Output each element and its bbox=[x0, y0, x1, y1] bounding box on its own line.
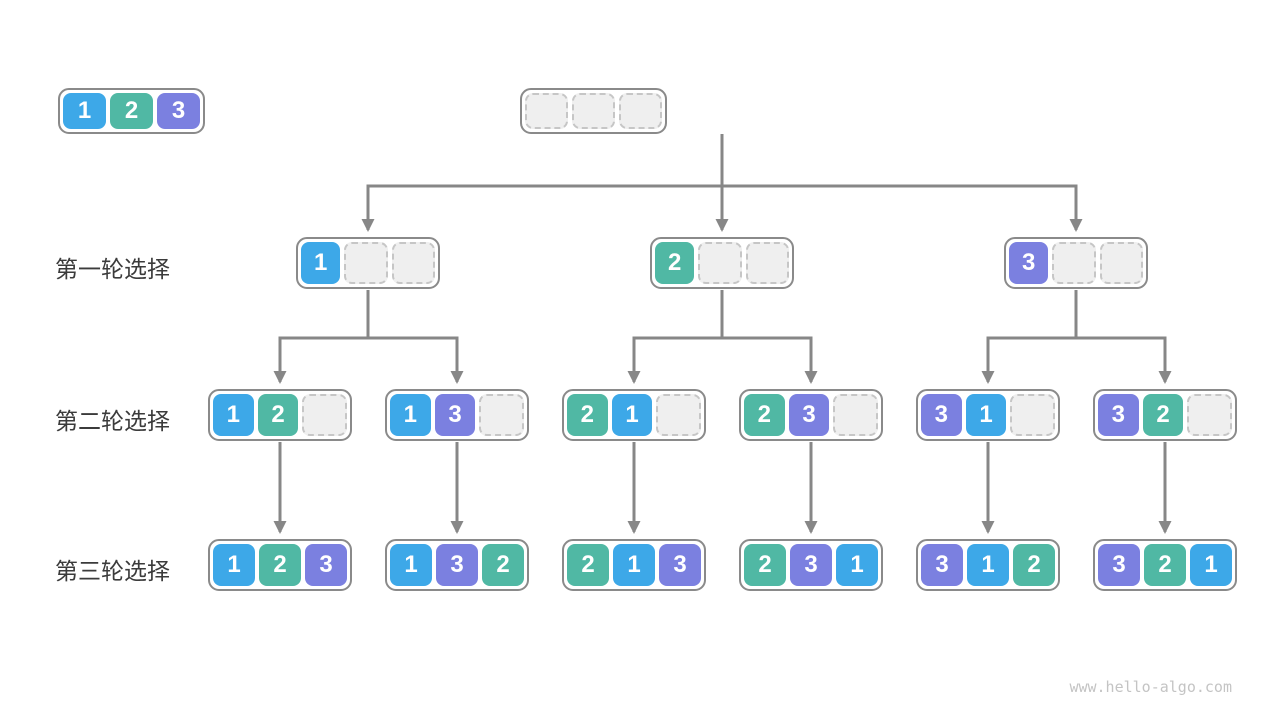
value-cell: 3 bbox=[790, 544, 832, 586]
value-cell: 2 bbox=[1144, 544, 1186, 586]
choices-group: choices = 123 bbox=[58, 88, 205, 134]
value-cell: 1 bbox=[301, 242, 341, 284]
value-cell: 1 bbox=[63, 93, 106, 129]
empty-cell bbox=[1010, 394, 1056, 436]
value-cell: 1 bbox=[836, 544, 878, 586]
value-cell: 2 bbox=[482, 544, 524, 586]
value-cell: 2 bbox=[744, 544, 786, 586]
value-cell: 1 bbox=[967, 544, 1009, 586]
empty-cell bbox=[656, 394, 702, 436]
empty-cell bbox=[1099, 242, 1143, 284]
empty-cell bbox=[525, 93, 568, 129]
value-cell: 3 bbox=[1009, 242, 1049, 284]
empty-cell bbox=[572, 93, 615, 129]
value-cell: 3 bbox=[434, 394, 476, 436]
round-1-label: 第一轮选择 bbox=[55, 256, 170, 282]
empty-cell bbox=[698, 242, 742, 284]
state-node-r1-2: 2 bbox=[650, 237, 794, 289]
value-cell: 1 bbox=[390, 394, 431, 436]
empty-cell bbox=[391, 242, 435, 284]
value-cell: 3 bbox=[659, 544, 701, 586]
value-cell: 3 bbox=[788, 394, 830, 436]
value-cell: 3 bbox=[1098, 394, 1139, 436]
value-cell: 1 bbox=[390, 544, 432, 586]
empty-cell bbox=[619, 93, 662, 129]
value-cell: 2 bbox=[1142, 394, 1184, 436]
value-cell: 3 bbox=[157, 93, 200, 129]
value-cell: 2 bbox=[110, 93, 153, 129]
value-cell: 1 bbox=[213, 544, 255, 586]
value-cell: 1 bbox=[1190, 544, 1232, 586]
state-node-r1-3: 3 bbox=[1004, 237, 1148, 289]
empty-cell bbox=[479, 394, 525, 436]
value-cell: 2 bbox=[744, 394, 785, 436]
empty-cell bbox=[1052, 242, 1096, 284]
watermark: www.hello-algo.com bbox=[1069, 678, 1232, 696]
empty-cell bbox=[344, 242, 388, 284]
round-2-label: 第二轮选择 bbox=[55, 408, 170, 434]
value-cell: 1 bbox=[213, 394, 254, 436]
value-cell: 3 bbox=[305, 544, 347, 586]
state-node-r1-1: 1 bbox=[296, 237, 440, 289]
empty-cell bbox=[833, 394, 879, 436]
value-cell: 3 bbox=[1098, 544, 1140, 586]
value-cell: 2 bbox=[259, 544, 301, 586]
round-3-label: 第三轮选择 bbox=[55, 558, 170, 584]
value-cell: 2 bbox=[655, 242, 695, 284]
empty-cell bbox=[302, 394, 348, 436]
value-cell: 1 bbox=[611, 394, 653, 436]
value-cell: 1 bbox=[613, 544, 655, 586]
state-group: state = bbox=[520, 88, 667, 134]
value-cell: 2 bbox=[257, 394, 299, 436]
value-cell: 3 bbox=[921, 394, 962, 436]
empty-cell bbox=[745, 242, 789, 284]
empty-cell bbox=[1187, 394, 1233, 436]
value-cell: 3 bbox=[921, 544, 963, 586]
value-cell: 1 bbox=[965, 394, 1007, 436]
value-cell: 2 bbox=[567, 394, 608, 436]
value-cell: 3 bbox=[436, 544, 478, 586]
value-cell: 2 bbox=[1013, 544, 1055, 586]
state-array bbox=[520, 88, 667, 134]
value-cell: 2 bbox=[567, 544, 609, 586]
